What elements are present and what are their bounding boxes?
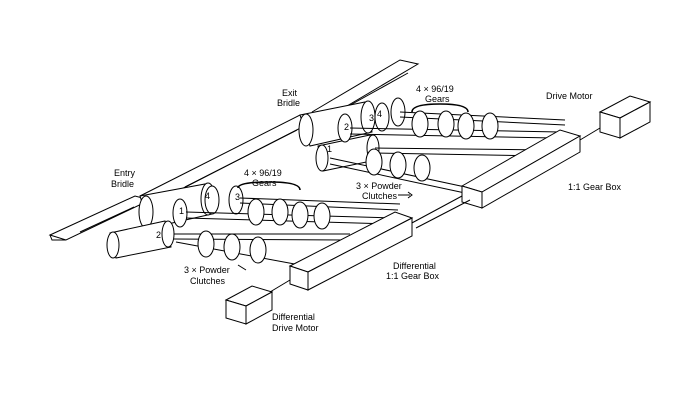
text-labels: Exit Bridle Entry Bridle Drive Motor 1:1…	[111, 84, 622, 333]
exit-bridle-label-1: Exit	[282, 88, 298, 98]
exit-roll-1: 1	[327, 144, 332, 154]
entry-bridle-label-2: Bridle	[111, 179, 134, 189]
clutches-bottom-label-2: Clutches	[190, 276, 226, 286]
exit-roll-3: 3	[369, 113, 374, 123]
exit-roll-2: 2	[344, 122, 349, 132]
entry-roll-1: 1	[179, 206, 184, 216]
differential-gearbox-label-1: Differential	[393, 261, 436, 271]
entry-roll-4: 4	[205, 191, 210, 201]
differential-gearbox-label-2: 1:1 Gear Box	[386, 271, 440, 281]
strip-web	[48, 59, 420, 241]
callout-marks	[237, 103, 469, 271]
entry-roll-3: 3	[235, 192, 240, 202]
exit-roll-4: 4	[377, 109, 382, 119]
drive-motor-label: Drive Motor	[546, 91, 593, 101]
entry-roll-2: 2	[156, 230, 161, 240]
clutches-top-label-1: 3 × Powder	[356, 181, 402, 191]
entry-bridle	[106, 182, 414, 325]
differential-motor-label-1: Differential	[272, 312, 315, 322]
gears-top-label-1: 4 × 96/19	[416, 84, 454, 94]
differential-motor-label-2: Drive Motor	[272, 323, 319, 333]
gear-box-top-label: 1:1 Gear Box	[568, 182, 622, 192]
clutches-bottom-label-1: 3 × Powder	[184, 265, 230, 275]
entry-bridle-label-1: Entry	[114, 168, 136, 178]
gears-top-label-2: Gears	[425, 94, 450, 104]
entry-roll-numbers: 4 3 2 1	[156, 191, 240, 240]
gears-bottom-label-2: Gears	[252, 178, 277, 188]
exit-bridle	[298, 95, 652, 229]
gears-bottom-label-1: 4 × 96/19	[244, 168, 282, 178]
exit-roll-numbers: 4 3 2 1	[327, 109, 382, 154]
clutches-top-label-2: Clutches	[362, 191, 398, 201]
exit-bridle-label-2: Bridle	[277, 98, 300, 108]
